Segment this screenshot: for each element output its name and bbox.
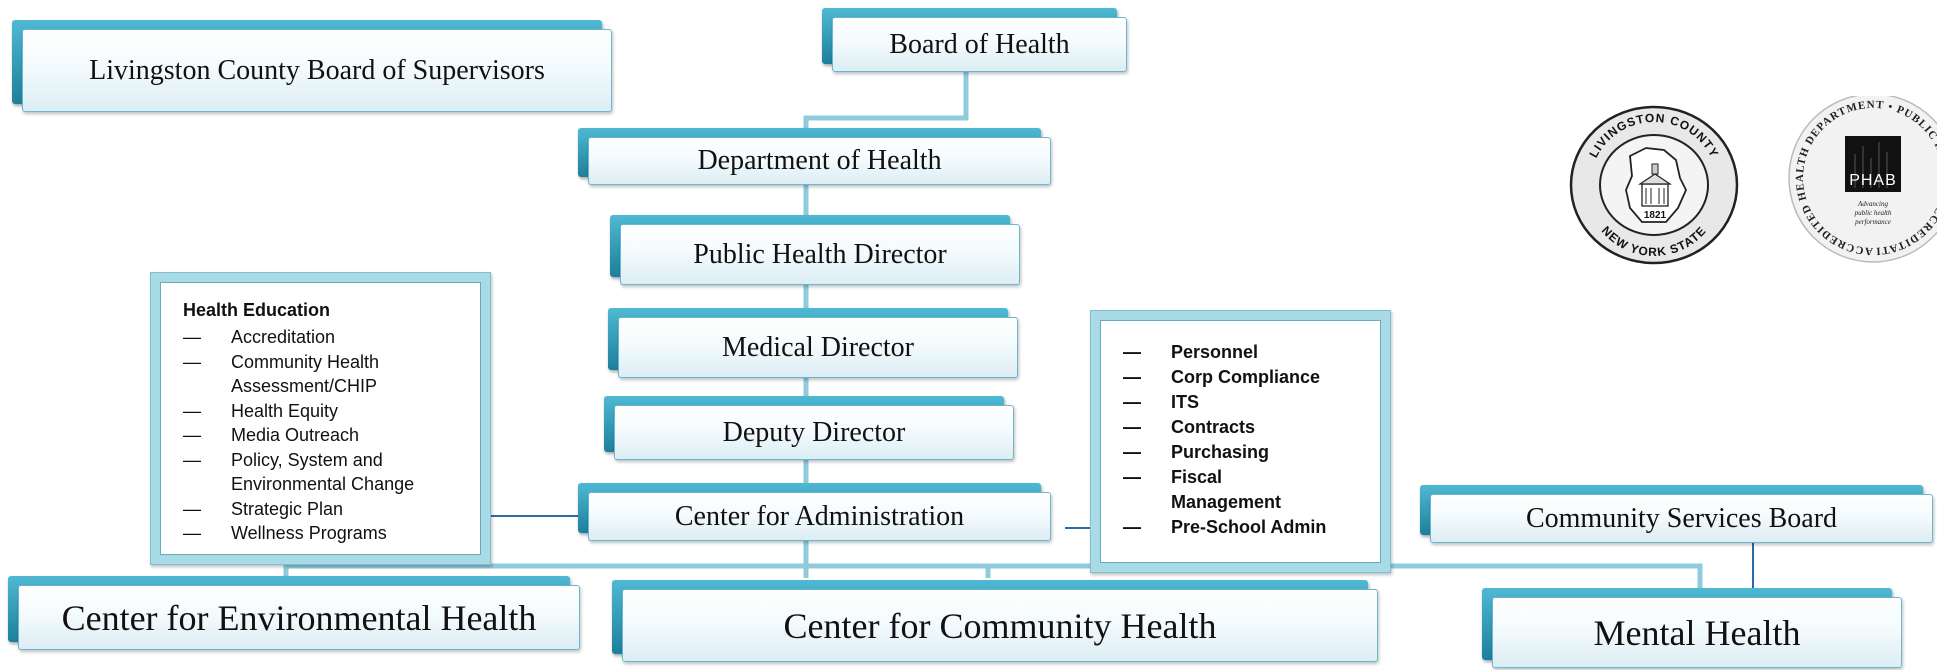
mental-health-box[interactable]: Mental Health bbox=[1482, 588, 1902, 668]
svg-text:Advancing: Advancing bbox=[1857, 200, 1888, 208]
medical-director-box[interactable]: Medical Director bbox=[608, 308, 1018, 378]
svg-text:performance: performance bbox=[1854, 218, 1891, 226]
svg-text:public health: public health bbox=[1854, 209, 1892, 217]
list-item: —Media Outreach bbox=[183, 425, 360, 445]
center-for-community-health-box[interactable]: Center for Community Health bbox=[612, 580, 1378, 662]
deputy-director-box[interactable]: Deputy Director bbox=[604, 396, 1014, 460]
community-services-board-box[interactable]: Community Services Board bbox=[1420, 485, 1933, 543]
board-of-health-box[interactable]: Board of Health bbox=[822, 8, 1127, 72]
list-item: —Community Health Assessment/CHIP bbox=[183, 351, 380, 397]
center-for-administration-label: Center for Administration bbox=[588, 492, 1051, 541]
board-of-health-label: Board of Health bbox=[832, 17, 1127, 72]
administration-list-panel: —Personnel —Corp Compliance —ITS —Contra… bbox=[1090, 310, 1391, 573]
health-education-heading: Health Education bbox=[183, 300, 331, 320]
board-of-supervisors-box[interactable]: Livingston County Board of Supervisors bbox=[12, 20, 612, 112]
list-item: —Contracts bbox=[1123, 417, 1256, 437]
center-for-environmental-health-label: Center for Environmental Health bbox=[18, 585, 580, 650]
svg-text:PHAB: PHAB bbox=[1849, 172, 1897, 189]
public-health-director-label: Public Health Director bbox=[620, 224, 1020, 285]
phab-accreditation-logo: ACCREDITED HEALTH DEPARTMENT • PUBLIC HE… bbox=[1785, 96, 1937, 263]
center-for-community-health-label: Center for Community Health bbox=[622, 589, 1378, 662]
list-item: —Corp Compliance bbox=[1123, 367, 1321, 387]
livingston-county-seal-logo: LIVINGSTON COUNTY NEW YORK STATE 1821 bbox=[1569, 105, 1739, 265]
list-item: —Policy, System and Environmental Change bbox=[183, 449, 415, 495]
list-item: —Strategic Plan bbox=[183, 498, 344, 519]
mental-health-label: Mental Health bbox=[1492, 597, 1902, 668]
list-item: —Accreditation bbox=[183, 327, 336, 347]
health-education-list: —Accreditation —Community Health Assessm… bbox=[183, 325, 466, 546]
department-of-health-label: Department of Health bbox=[588, 137, 1051, 185]
administration-list: —Personnel —Corp Compliance —ITS —Contra… bbox=[1123, 340, 1372, 540]
center-for-environmental-health-box[interactable]: Center for Environmental Health bbox=[8, 576, 580, 650]
board-of-supervisors-label: Livingston County Board of Supervisors bbox=[22, 29, 612, 112]
list-item: —Wellness Programs bbox=[183, 523, 387, 543]
list-item: —Fiscal Management bbox=[1123, 467, 1282, 512]
deputy-director-label: Deputy Director bbox=[614, 405, 1014, 460]
list-item: —ITS bbox=[1123, 392, 1200, 412]
list-item: —Personnel bbox=[1123, 342, 1259, 362]
public-health-director-box[interactable]: Public Health Director bbox=[610, 215, 1020, 285]
community-services-board-label: Community Services Board bbox=[1430, 494, 1933, 543]
center-for-administration-box[interactable]: Center for Administration bbox=[578, 483, 1051, 541]
svg-text:1821: 1821 bbox=[1644, 210, 1667, 221]
health-education-panel: Health Education —Accreditation —Communi… bbox=[150, 272, 491, 565]
department-of-health-box[interactable]: Department of Health bbox=[578, 128, 1051, 185]
medical-director-label: Medical Director bbox=[618, 317, 1018, 378]
list-item: —Pre-School Admin bbox=[1123, 517, 1327, 537]
list-item: —Health Equity bbox=[183, 400, 339, 421]
list-item: —Purchasing bbox=[1123, 442, 1270, 462]
